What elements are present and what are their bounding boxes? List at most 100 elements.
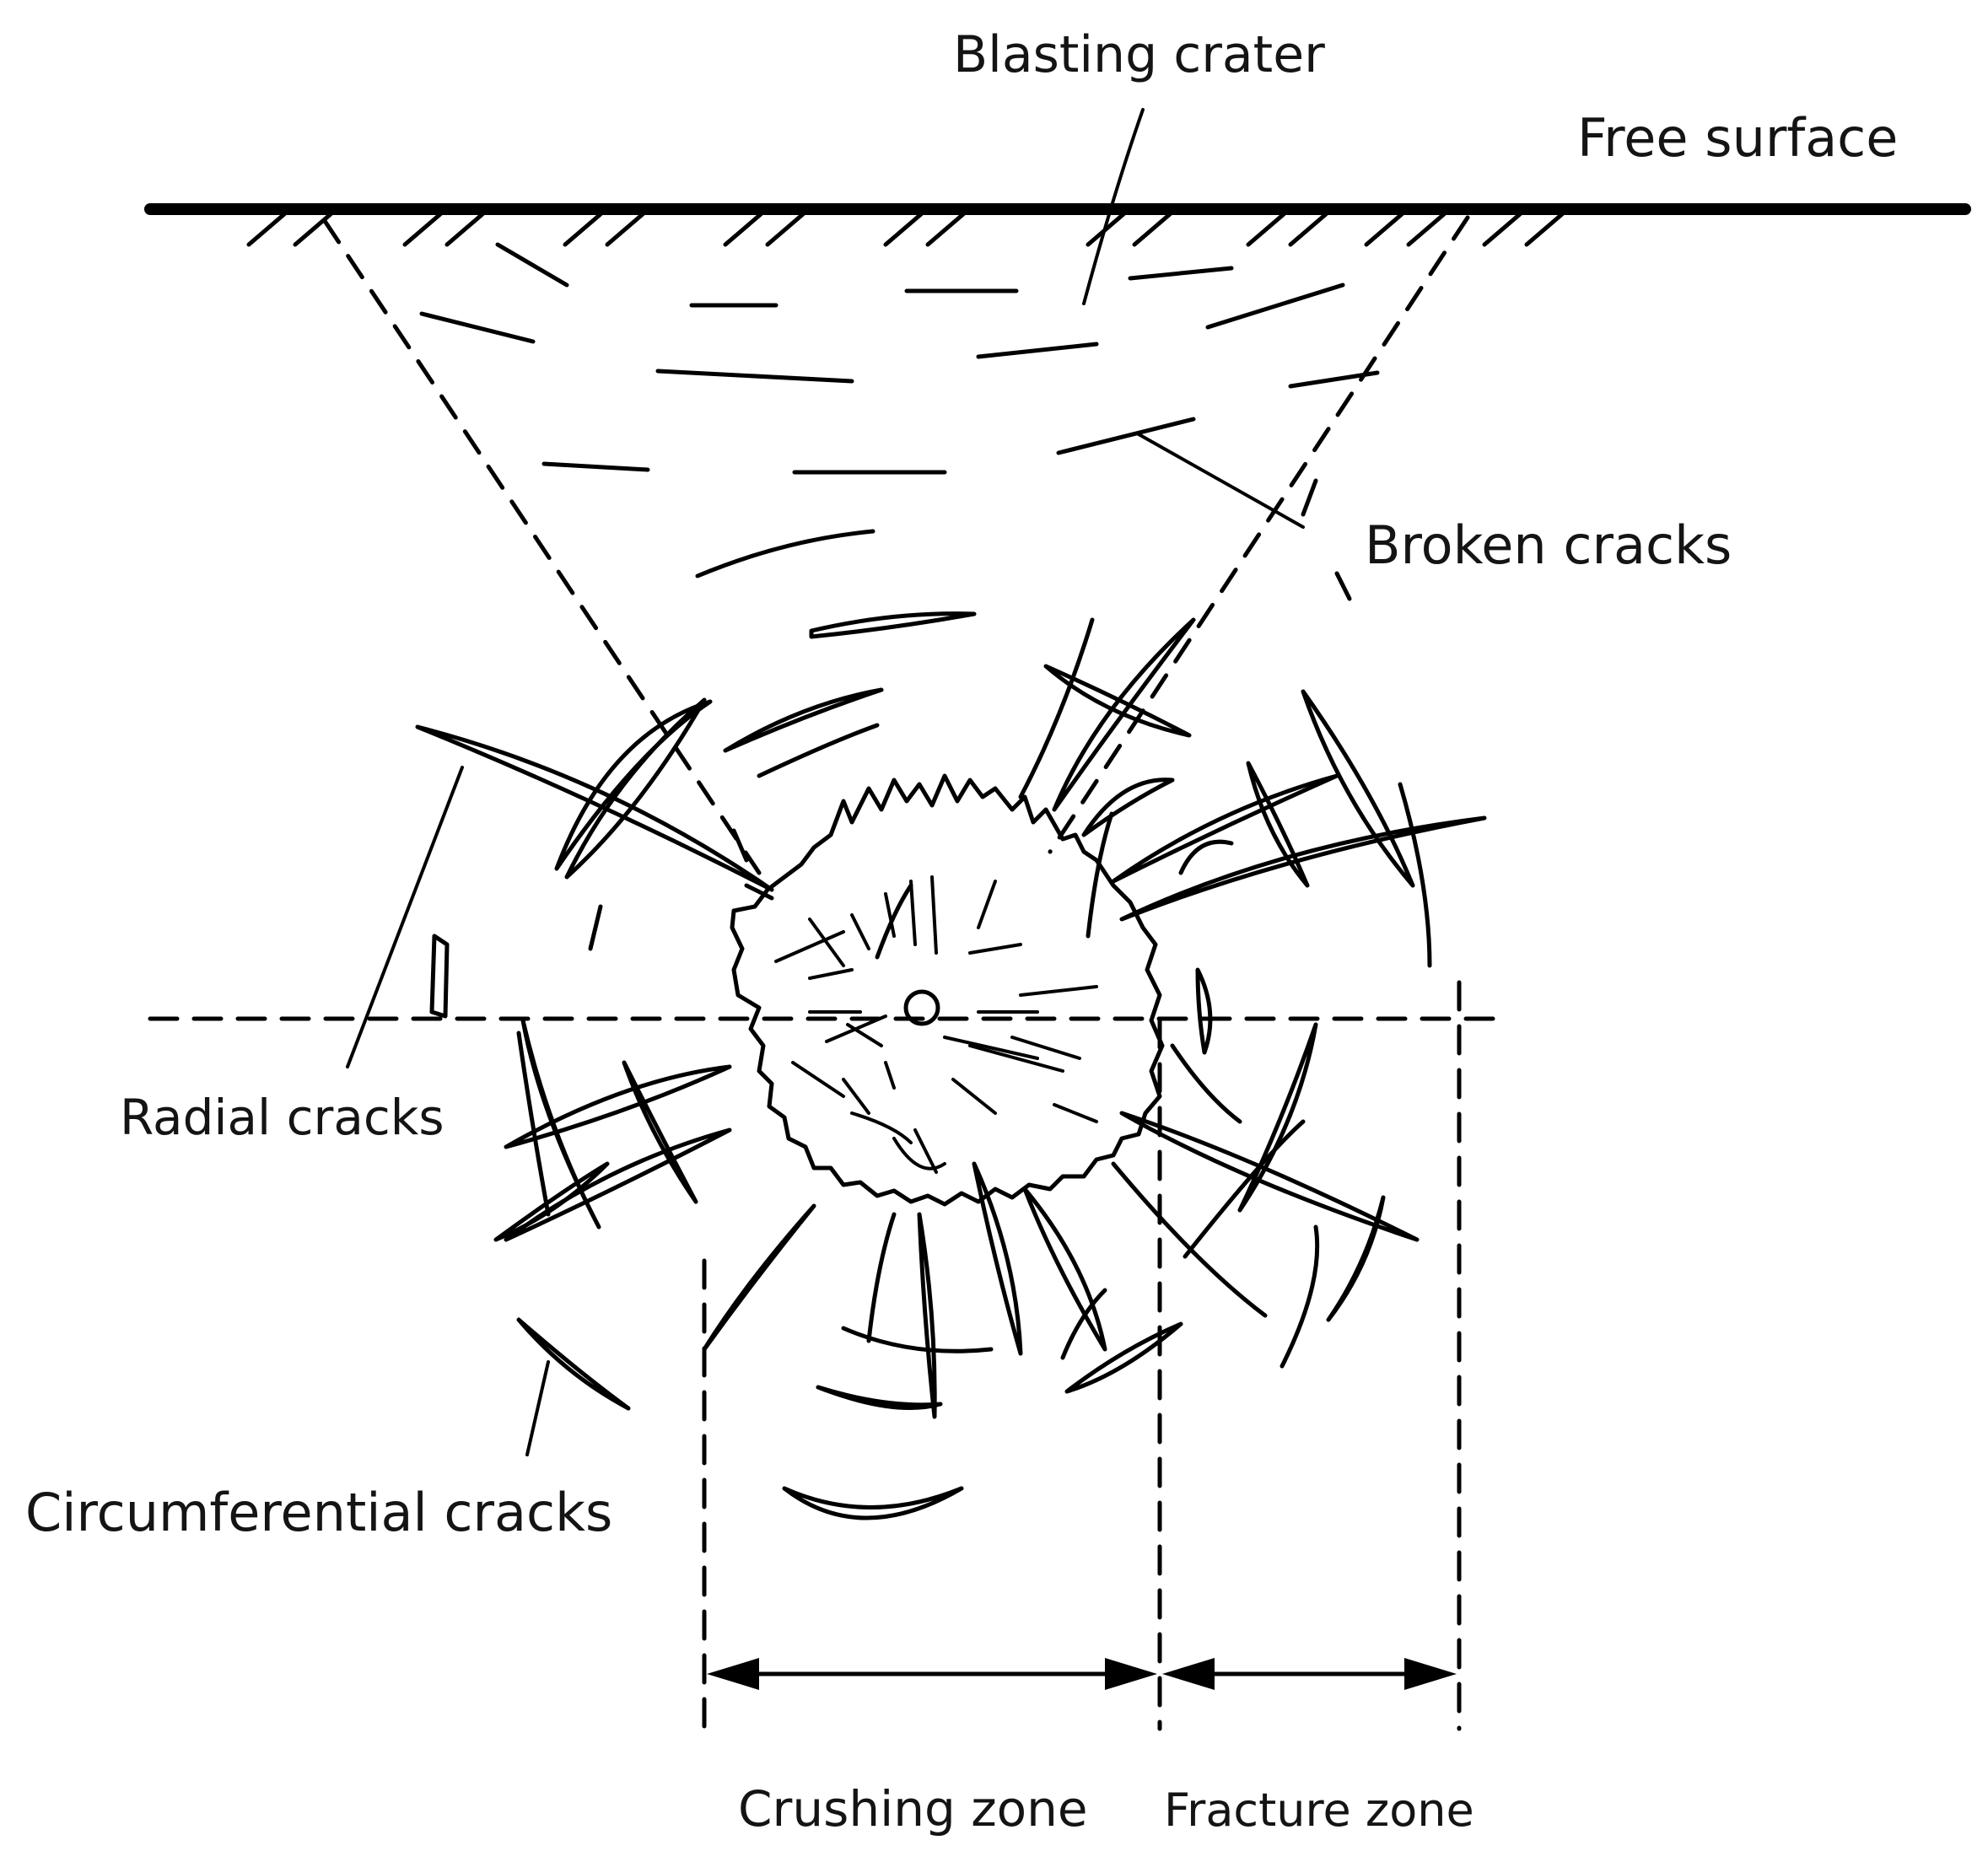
inner-crush-crack — [884, 1061, 896, 1090]
inner-crush-crack — [892, 1137, 946, 1170]
hatch-mark — [1406, 212, 1447, 247]
circumferential-crack — [782, 1486, 964, 1520]
radial-crack — [622, 1060, 698, 1204]
label-blasting-crater: Blasting crater — [953, 25, 1325, 84]
circumferential-crack — [1178, 839, 1234, 875]
circumferential-crack — [1081, 778, 1175, 837]
crushing-zone-arrow-right — [1105, 1658, 1157, 1690]
blasting-crater-outline — [322, 215, 1470, 875]
hatch-mark — [293, 212, 333, 247]
inner-crush-crack — [1010, 1036, 1081, 1060]
label-crushing-zone: Crushing zone — [738, 1780, 1088, 1838]
hatch-mark — [444, 212, 485, 247]
zone-boundaries — [702, 980, 1462, 1731]
circumferential-cracks-leader — [525, 1360, 550, 1456]
inner-crush-crack — [977, 880, 997, 929]
circumferential-crack — [516, 1317, 631, 1411]
radial-cracks-group — [415, 617, 1487, 1419]
circumferential-crack — [1280, 1224, 1320, 1369]
hatch-mark — [723, 212, 763, 247]
broken-crack — [757, 723, 880, 778]
radial-crack — [702, 1203, 816, 1352]
circumferential-crack — [1301, 689, 1415, 888]
broken-crack — [1334, 571, 1352, 601]
hatch-mark — [1482, 212, 1522, 247]
circumferential-crack — [744, 883, 774, 901]
crater-left-boundary — [322, 218, 762, 875]
broken-crack — [1301, 478, 1318, 517]
broken-crack — [1056, 417, 1196, 455]
radial-crack — [1086, 811, 1114, 939]
radial-crack — [1052, 617, 1196, 812]
radial-crack — [1119, 1111, 1420, 1242]
broken-crack — [1205, 283, 1345, 330]
inner-crush-crack — [846, 1023, 883, 1047]
inner-crush-crack — [842, 1078, 870, 1115]
inner-crush-crack — [968, 943, 1022, 955]
label-radial-cracks: Radial cracks — [120, 1089, 444, 1146]
radial-crack — [1022, 1187, 1107, 1352]
free-surface — [144, 203, 1971, 247]
circumferential-crack — [731, 828, 749, 863]
inner-crush-crack — [808, 968, 854, 980]
hatch-mark — [1364, 212, 1404, 247]
surface-hatching — [246, 212, 1565, 247]
broken-crack — [655, 369, 854, 384]
inner-crush-cracks — [774, 875, 1098, 1174]
circumferential-crack — [564, 697, 707, 880]
blasting-crater-leader — [1082, 108, 1145, 305]
broken-crack — [976, 342, 1099, 359]
circumferential-crack — [1326, 1195, 1386, 1322]
radial-crack — [1119, 815, 1487, 922]
radial-crack — [415, 724, 774, 892]
hatch-mark — [1132, 212, 1172, 247]
crushing-zone-arrow-left — [707, 1658, 759, 1690]
circumferential-crack — [493, 1161, 610, 1242]
broken-crack — [695, 529, 875, 579]
inner-crush-crack — [943, 1036, 1039, 1060]
radial-crack — [520, 1018, 601, 1230]
hatch-mark — [925, 212, 966, 247]
crushing-ring — [730, 773, 1165, 1207]
hatch-mark — [883, 212, 924, 247]
inner-crush-crack — [850, 913, 870, 950]
hatch-mark — [765, 212, 805, 247]
zone-dimension-arrows — [707, 1658, 1457, 1690]
broken-crack — [541, 461, 650, 472]
inner-crush-crack — [968, 1044, 1064, 1073]
circumferential-cracks-group — [429, 664, 1432, 1520]
circumferential-crack — [1398, 782, 1432, 968]
circumferential-crack — [1246, 761, 1310, 888]
radial-crack — [1018, 617, 1095, 799]
inner-crush-crack — [930, 875, 938, 955]
hatch-mark — [402, 212, 443, 247]
radial-crack — [917, 1212, 937, 1419]
fracture-zone-arrow-left — [1162, 1658, 1215, 1690]
circumferential-crack — [841, 1326, 994, 1353]
inner-crush-crack — [1053, 1103, 1098, 1123]
broken-crack — [809, 611, 977, 639]
circumferential-crack — [1064, 1321, 1183, 1394]
broken-crack — [495, 242, 569, 288]
label-broken-cracks: Broken cracks — [1365, 514, 1732, 576]
broken-crack — [419, 311, 536, 344]
broken-crack — [723, 687, 884, 753]
circumferential-crack — [1043, 664, 1192, 738]
circumferential-crack — [1170, 1043, 1242, 1124]
circumferential-crack — [588, 904, 603, 951]
inner-crush-crack — [913, 1128, 938, 1174]
label-fracture-zone: Fracture zone — [1164, 1784, 1474, 1837]
circumferential-crack — [516, 1031, 551, 1217]
broken-cracks-leader — [1137, 433, 1305, 529]
broken-crack — [1288, 370, 1380, 389]
radial-cracks-leader — [346, 766, 464, 1068]
inner-crush-crack — [808, 918, 845, 967]
label-free-surface: Free surface — [1577, 107, 1898, 169]
radial-crack — [866, 1212, 897, 1343]
hatch-mark — [1524, 212, 1565, 247]
broken-cracks-group — [419, 242, 1380, 778]
hatch-mark — [563, 212, 603, 247]
crater-right-boundary — [1048, 215, 1470, 854]
circumferential-crack — [875, 883, 913, 960]
